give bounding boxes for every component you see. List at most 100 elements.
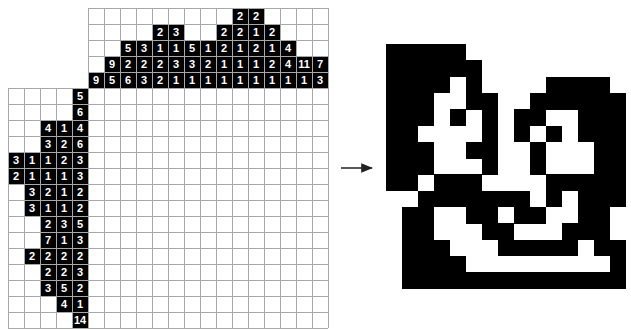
clue-number: 7 — [312, 56, 328, 72]
clue-cell — [136, 56, 152, 72]
clue-number: 1 — [56, 120, 72, 136]
picture-pixel — [610, 142, 626, 159]
clue-number: 3 — [72, 264, 88, 280]
clue-number: 1 — [216, 56, 232, 72]
clue-number: 1 — [40, 168, 56, 184]
picture-pixel — [610, 256, 626, 273]
clue-cell — [40, 168, 56, 184]
clue-number: 3 — [168, 56, 184, 72]
picture-pixel — [402, 207, 418, 224]
clue-number: 1 — [40, 200, 56, 216]
clue-cell — [72, 120, 88, 136]
clue-number: 1 — [248, 72, 264, 88]
clue-number: 1 — [168, 40, 184, 56]
picture-pixel — [594, 126, 610, 143]
clue-cell — [104, 56, 120, 72]
picture-pixel — [402, 109, 418, 126]
clue-cell — [184, 72, 200, 88]
picture-pixel — [418, 158, 434, 175]
clue-number: 3 — [136, 72, 152, 88]
clue-cell — [72, 136, 88, 152]
clue-cell — [184, 56, 200, 72]
picture-pixel — [594, 240, 610, 257]
picture-pixel — [514, 272, 530, 289]
clue-cell — [56, 216, 72, 232]
clue-number: 2 — [40, 248, 56, 264]
grid-line — [88, 88, 89, 328]
picture-pixel — [530, 93, 546, 110]
clue-number: 3 — [24, 200, 40, 216]
grid-line — [88, 56, 328, 57]
clue-number: 4 — [280, 40, 296, 56]
picture-pixel — [418, 240, 434, 257]
clue-number: 2 — [216, 24, 232, 40]
picture-pixel — [434, 256, 450, 273]
clue-cell — [56, 184, 72, 200]
clue-number: 1 — [24, 168, 40, 184]
picture-pixel — [530, 272, 546, 289]
clue-number: 2 — [248, 40, 264, 56]
picture-pixel — [562, 93, 578, 110]
picture-pixel — [402, 126, 418, 143]
clue-number: 4 — [40, 120, 56, 136]
picture-pixel — [578, 174, 594, 191]
picture-pixel — [466, 77, 482, 94]
picture-pixel — [514, 191, 530, 208]
picture-pixel — [402, 60, 418, 77]
picture-pixel — [450, 174, 466, 191]
clue-number: 3 — [184, 56, 200, 72]
clue-cell — [264, 40, 280, 56]
picture-pixel — [514, 240, 530, 257]
clue-cell — [40, 184, 56, 200]
clue-cell — [136, 72, 152, 88]
picture-pixel — [610, 174, 626, 191]
clue-cell — [232, 56, 248, 72]
picture-pixel — [386, 158, 402, 175]
clue-cell — [56, 120, 72, 136]
picture-pixel — [530, 142, 546, 159]
picture-pixel — [434, 44, 450, 61]
clue-number: 5 — [72, 216, 88, 232]
picture-pixel — [610, 126, 626, 143]
clue-number: 1 — [248, 56, 264, 72]
picture-pixel — [418, 191, 434, 208]
picture-pixel — [450, 60, 466, 77]
clue-number: 14 — [72, 312, 88, 328]
clue-number: 1 — [152, 40, 168, 56]
picture-pixel — [610, 93, 626, 110]
clue-number: 3 — [40, 280, 56, 296]
clue-cell — [120, 56, 136, 72]
picture-pixel — [562, 240, 578, 257]
picture-pixel — [594, 142, 610, 159]
grid-line — [8, 88, 9, 328]
clue-number: 2 — [232, 24, 248, 40]
clue-cell — [40, 280, 56, 296]
clue-number: 3 — [72, 152, 88, 168]
clue-number: 1 — [248, 24, 264, 40]
grid-line — [56, 88, 57, 328]
clue-number: 5 — [104, 72, 120, 88]
clue-cell — [72, 200, 88, 216]
clue-number: 3 — [136, 40, 152, 56]
picture-pixel — [546, 272, 562, 289]
clue-cell — [72, 168, 88, 184]
clue-number: 2 — [248, 8, 264, 24]
clue-cell — [120, 72, 136, 88]
picture-pixel — [402, 256, 418, 273]
clue-number: 1 — [264, 40, 280, 56]
clue-cell — [56, 296, 72, 312]
clue-number: 1 — [56, 168, 72, 184]
clue-cell — [312, 56, 328, 72]
picture-pixel — [578, 191, 594, 208]
clue-number: 4 — [56, 296, 72, 312]
picture-pixel — [578, 272, 594, 289]
clue-number: 2 — [152, 24, 168, 40]
clue-number: 2 — [72, 184, 88, 200]
picture-pixel — [418, 60, 434, 77]
picture-pixel — [594, 191, 610, 208]
clue-cell — [72, 296, 88, 312]
picture-pixel — [562, 174, 578, 191]
picture-pixel — [450, 109, 466, 126]
clue-cell — [40, 120, 56, 136]
